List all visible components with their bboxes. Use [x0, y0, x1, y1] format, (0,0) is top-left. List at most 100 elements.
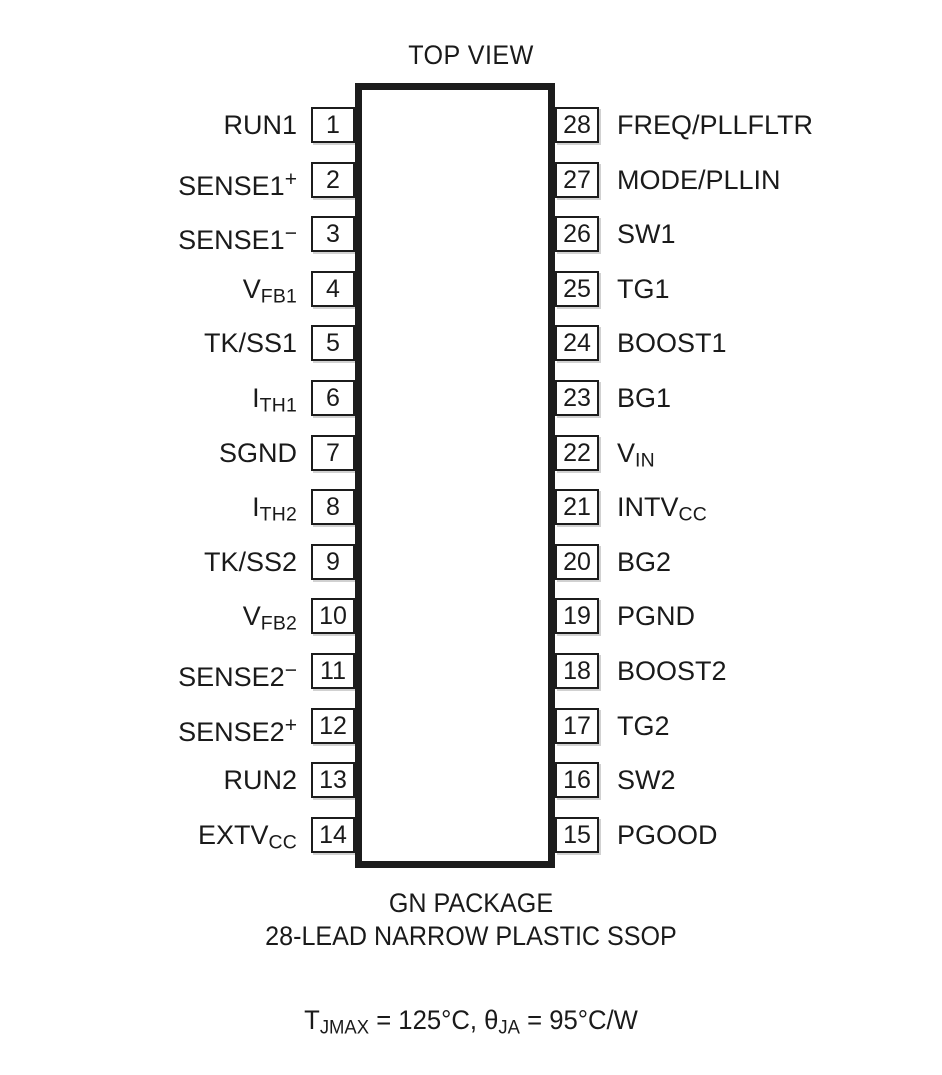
theta-value: = 95°C/W: [519, 1005, 638, 1035]
pin-row: TK/SS1 5: [0, 325, 355, 362]
pin-label-27: MODE/PLLIN: [617, 162, 781, 198]
pin-row: ITH1 6: [0, 380, 355, 416]
pin-label-base: I: [252, 383, 260, 413]
pin-label-12: SENSE2+: [178, 708, 297, 750]
pin-number-box-12: 12: [311, 707, 355, 744]
pin-row: SENSE1+2: [0, 161, 355, 201]
pin-number-box-2: 2: [311, 161, 355, 198]
pin-row: TG2 17: [555, 707, 942, 744]
package-body-outline: [355, 83, 555, 868]
pin-label-10: VFB2: [243, 598, 297, 641]
pin-number-box-6: 6: [311, 380, 355, 416]
theta-symbol: θ: [484, 1005, 499, 1035]
pin-label-base: SENSE2: [178, 661, 285, 692]
pin-number-box-3: 3: [311, 216, 355, 253]
pin-number-box-22: 22: [555, 434, 599, 471]
pin-label-superscript: −: [284, 659, 297, 682]
pin-number-box-23: 23: [555, 380, 599, 416]
pin-number-box-26: 26: [555, 216, 599, 253]
pin-row: BOOST2 18: [555, 653, 942, 689]
pin-label-base: PGND: [617, 601, 696, 632]
pin-label-superscript: +: [284, 713, 297, 737]
pin-label-25: TG1: [617, 271, 670, 307]
pin-label-22: VIN: [617, 435, 655, 478]
pin-label-5: TK/SS1: [204, 325, 297, 361]
pin-label-1: RUN1: [223, 107, 297, 143]
tjmax-symbol: T: [304, 1005, 320, 1035]
pin-label-8: ITH2: [252, 489, 297, 532]
pin-label-20: BG2: [617, 544, 671, 580]
pin-row: RUN2 13: [0, 762, 355, 799]
theta-subscript: JA: [498, 1016, 520, 1039]
pin-label-base: PGOOD: [617, 819, 718, 850]
pin-label-26: SW1: [617, 216, 676, 252]
pin-number-box-1: 1: [311, 107, 355, 143]
pin-label-subscript: CC: [268, 831, 297, 854]
pin-row: TG1 25: [555, 270, 942, 307]
pin-row: SENSE1−3: [0, 216, 355, 255]
pin-label-subscript: IN: [635, 448, 655, 471]
top-view-label: TOP VIEW: [408, 40, 534, 70]
pin-number-box-16: 16: [555, 762, 599, 799]
pin-label-base: BOOST2: [617, 656, 727, 686]
pin-row: RUN1 1: [0, 107, 355, 143]
package-name-caption: GN PACKAGE: [388, 888, 554, 918]
pin-row: SENSE2+12: [0, 707, 355, 746]
pin-number-box-18: 18: [555, 653, 599, 689]
pin-label-subscript: TH2: [259, 503, 297, 526]
pin-number-box-7: 7: [311, 434, 355, 471]
pin-label-base: BG2: [617, 546, 672, 577]
pin-label-9: TK/SS2: [204, 544, 297, 580]
pin-row: TK/SS2 9: [0, 543, 355, 580]
pin-number-box-11: 11: [311, 653, 355, 689]
pin-label-23: BG1: [617, 380, 671, 416]
pin-label-base: I: [252, 492, 260, 523]
pin-number-box-25: 25: [555, 270, 599, 307]
pin-label-base: EXTV: [197, 819, 269, 850]
pin-label-base: TG1: [617, 273, 670, 304]
pin-label-superscript: −: [284, 222, 297, 246]
tjmax-value: = 125°C,: [369, 1005, 485, 1035]
pin-label-base: RUN1: [223, 110, 297, 140]
pin-number-box-24: 24: [555, 325, 599, 362]
pin-label-base: SGND: [218, 437, 297, 468]
pin-label-11: SENSE2−: [178, 653, 297, 695]
pin-label-3: SENSE1−: [178, 216, 297, 258]
pin-label-21: INTVCC: [617, 489, 707, 532]
pin-row: VFB2 10: [0, 598, 355, 635]
pin-label-base: TK/SS2: [203, 546, 297, 577]
pin-number-box-13: 13: [311, 762, 355, 799]
pin-label-base: BOOST1: [617, 328, 727, 359]
pin-label-subscript: TH1: [259, 394, 297, 417]
pin-number-box-8: 8: [311, 489, 355, 526]
pin-label-7: SGND: [219, 435, 297, 471]
pin-label-base: FREQ/PLLFLTR: [617, 110, 814, 140]
pin-label-base: SENSE1: [178, 170, 285, 201]
pin-row: BG1 23: [555, 380, 942, 416]
pin-label-base: MODE/PLLIN: [617, 164, 781, 195]
pin-label-base: TG2: [617, 710, 670, 741]
pin-row: PGOOD 15: [555, 816, 942, 853]
pin-row: SENSE2−11: [0, 653, 355, 692]
pin-number-box-9: 9: [311, 543, 355, 580]
pin-label-13: RUN2: [223, 762, 297, 798]
pin-label-4: VFB1: [243, 271, 297, 314]
pin-label-base: V: [242, 601, 261, 632]
pin-number-box-17: 17: [555, 707, 599, 744]
pin-label-28: FREQ/PLLFLTR: [617, 107, 813, 143]
pin-row: SW1 26: [555, 216, 942, 253]
pin-number-box-5: 5: [311, 325, 355, 362]
pin-number-box-10: 10: [311, 598, 355, 635]
pin-number-box-15: 15: [555, 816, 599, 853]
pin-label-subscript: FB2: [260, 612, 297, 635]
pin-label-15: PGOOD: [617, 817, 718, 853]
pin-number-box-4: 4: [311, 270, 355, 307]
pin-label-base: SENSE1: [178, 225, 285, 256]
